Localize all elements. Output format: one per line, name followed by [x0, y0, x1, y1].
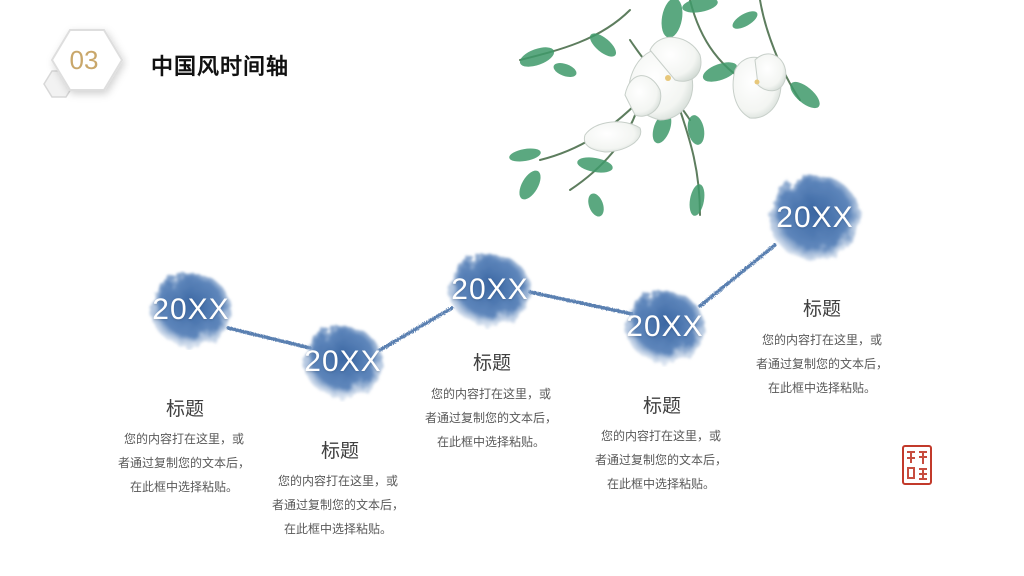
- ink-blot: [304, 326, 382, 398]
- section-number: 03: [69, 45, 99, 75]
- desc-line: 您的内容打在这里，或: [600, 429, 721, 443]
- large-hexagon: [50, 29, 124, 91]
- ink-blot: [449, 254, 531, 326]
- desc-line: 者通过复制您的文本后，: [117, 456, 250, 470]
- item-title-3: 标题: [472, 352, 511, 374]
- item-title-4: 标题: [642, 395, 681, 417]
- desc-line: 在此框中选择粘贴。: [436, 435, 545, 449]
- desc-line: 在此框中选择粘贴。: [767, 381, 876, 395]
- item-title-5: 标题: [802, 298, 841, 320]
- ink-blot: [151, 273, 231, 347]
- desc-line: 在此框中选择粘贴。: [283, 522, 392, 536]
- item-desc-1: 您的内容打在这里，或 者通过复制您的文本后， 在此框中选择粘贴。: [104, 427, 264, 499]
- node-year: 20XX: [304, 345, 382, 378]
- hexagon-badge: [43, 29, 124, 98]
- connector-3-4: [528, 290, 634, 316]
- desc-line: 在此框中选择粘贴。: [606, 477, 715, 491]
- timeline-node-3: 20XX: [445, 250, 535, 330]
- ink-blot: [626, 291, 704, 363]
- desc-line: 在此框中选择粘贴。: [129, 480, 238, 494]
- timeline-node-4: 20XX: [622, 287, 708, 367]
- page-title: 中国风时间轴: [151, 55, 290, 80]
- connector-2-3: [378, 306, 454, 352]
- desc-line: 者通过复制您的文本后，: [755, 357, 888, 371]
- desc-line: 您的内容打在这里，或: [761, 333, 882, 347]
- desc-line: 者通过复制您的文本后，: [594, 453, 727, 467]
- item-desc-4: 您的内容打在这里，或 者通过复制您的文本后， 在此框中选择粘贴。: [581, 424, 741, 496]
- desc-line: 者通过复制您的文本后，: [271, 498, 404, 512]
- desc-line: 您的内容打在这里，或: [123, 432, 244, 446]
- connector-4-5: [698, 243, 777, 308]
- ink-blot: [770, 175, 860, 261]
- timeline-node-5: 20XX: [765, 170, 865, 266]
- desc-line: 您的内容打在这里，或: [277, 474, 398, 488]
- node-year: 20XX: [152, 293, 230, 326]
- item-title-1: 标题: [165, 398, 204, 420]
- node-year: 20XX: [451, 273, 529, 306]
- item-desc-3: 您的内容打在这里，或 者通过复制您的文本后， 在此框中选择粘贴。: [411, 382, 571, 454]
- item-desc-2: 您的内容打在这里，或 者通过复制您的文本后， 在此框中选择粘贴。: [258, 469, 418, 541]
- item-desc-5: 您的内容打在这里，或 者通过复制您的文本后， 在此框中选择粘贴。: [742, 328, 902, 400]
- timeline-node-2: 20XX: [300, 322, 386, 402]
- node-year: 20XX: [626, 310, 704, 343]
- node-year: 20XX: [776, 201, 854, 234]
- item-title-2: 标题: [320, 440, 359, 462]
- connector-1-2: [226, 326, 312, 350]
- seal-stamp: [902, 445, 932, 485]
- desc-line: 者通过复制您的文本后，: [424, 411, 557, 425]
- timeline-node-1: 20XX: [147, 270, 235, 350]
- desc-line: 您的内容打在这里，或: [430, 387, 551, 401]
